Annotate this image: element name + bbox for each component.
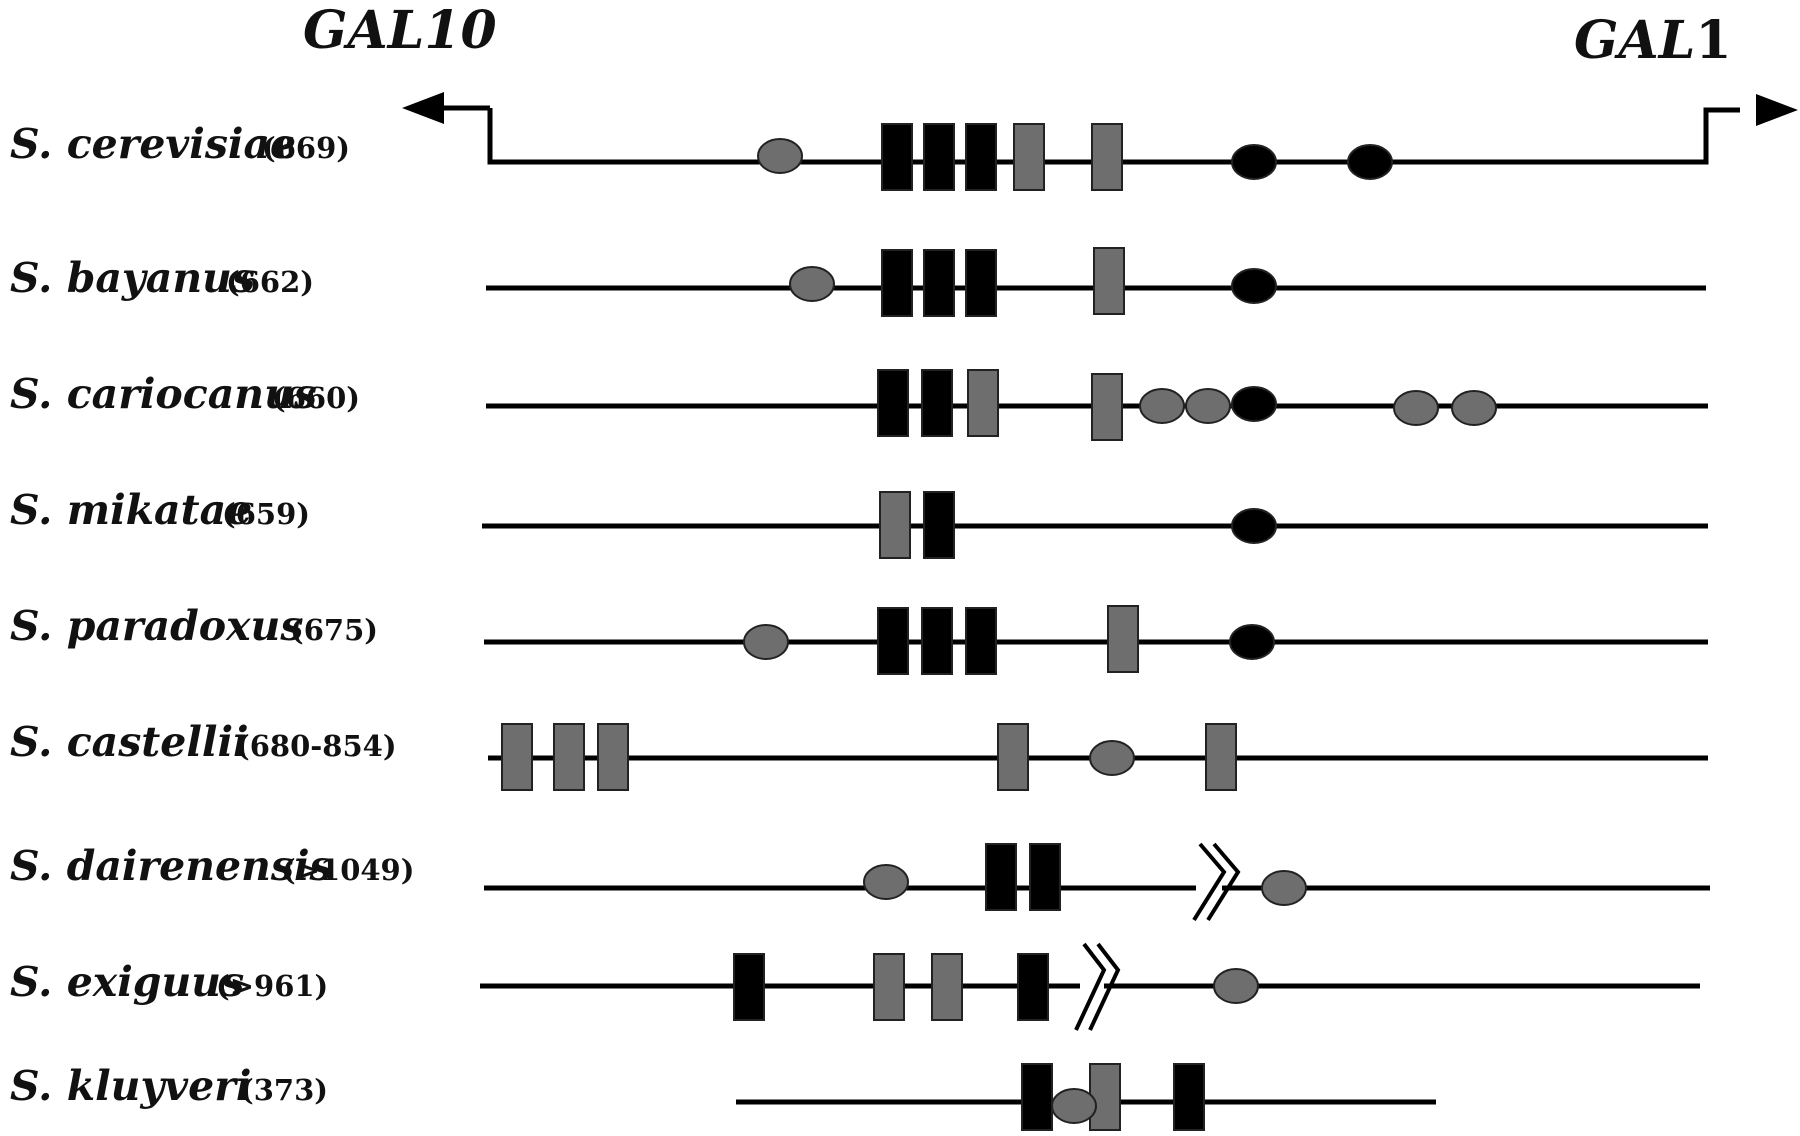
species-labels: S. cerevisiae (669) S. bayanus (662) S. … — [10, 120, 414, 1110]
promoter-line — [487, 107, 1740, 165]
gray-site — [1393, 390, 1439, 426]
black-box — [881, 123, 913, 191]
promoter-row-bayanus — [486, 247, 1706, 317]
black-box — [1017, 953, 1049, 1021]
gray-site — [1051, 1088, 1097, 1124]
gray-box — [1089, 1063, 1121, 1131]
species-count-paradoxus: (675) — [290, 613, 378, 647]
promoter-row-paradoxus — [484, 605, 1708, 675]
species-name-cariocanus: S. cariocanus — [10, 370, 317, 418]
sequence-break-mark — [1074, 942, 1107, 1031]
black-box — [1021, 1063, 1053, 1131]
gray-box — [597, 723, 629, 791]
species-count-kluyveri: (373) — [240, 1073, 328, 1107]
promoter-row-exiguus — [480, 942, 1700, 1031]
black-site — [1231, 268, 1277, 304]
black-box — [985, 843, 1017, 911]
gray-site — [1261, 870, 1307, 906]
black-box — [1173, 1063, 1205, 1131]
gray-box — [1205, 723, 1237, 791]
black-box — [921, 607, 953, 675]
black-box — [923, 491, 955, 559]
gray-box — [873, 953, 905, 1021]
sequence-break-mark — [1088, 942, 1121, 1031]
sequence-break-mark — [1206, 842, 1241, 922]
species-name-kluyveri: S. kluyveri — [10, 1062, 251, 1110]
black-site — [1231, 386, 1277, 422]
gray-box — [931, 953, 963, 1021]
species-name-cerevisiae: S. cerevisiae — [10, 120, 296, 168]
species-count-castellii: (680-854) — [236, 729, 397, 763]
gray-box — [1013, 123, 1045, 191]
gene-label-gal10: GAL10 — [303, 0, 497, 61]
black-box — [733, 953, 765, 1021]
gray-site — [1139, 388, 1185, 424]
gray-site — [757, 138, 803, 174]
promoter-row-kluyveri — [736, 1063, 1436, 1131]
black-box — [965, 249, 997, 317]
species-name-mikatae: S. mikatae — [10, 486, 252, 534]
black-box — [921, 369, 953, 437]
gene-label-gal1: GAL1 — [1574, 10, 1732, 71]
gray-site — [743, 624, 789, 660]
species-name-exiguus: S. exiguus — [10, 958, 244, 1006]
gray-box — [501, 723, 533, 791]
species-count-cerevisiae: (669) — [262, 131, 350, 165]
species-count-mikatae: (659) — [222, 497, 310, 531]
species-name-castellii: S. castellii — [10, 718, 249, 766]
black-box — [923, 123, 955, 191]
promoter-row-cariocanus — [486, 369, 1708, 441]
black-site — [1231, 508, 1277, 544]
species-count-bayanus: (662) — [226, 265, 314, 299]
black-site — [1231, 144, 1277, 180]
gray-site — [1451, 390, 1497, 426]
gray-site — [1089, 740, 1135, 776]
gray-box — [1093, 247, 1125, 315]
black-site — [1229, 624, 1275, 660]
black-box — [881, 249, 913, 317]
species-name-bayanus: S. bayanus — [10, 254, 255, 302]
species-count-exiguus: (>961) — [216, 969, 328, 1003]
promoter-row-mikatae — [482, 491, 1708, 559]
sequence-break-mark — [1192, 842, 1227, 922]
species-name-paradoxus: S. paradoxus — [10, 602, 303, 650]
black-box — [965, 607, 997, 675]
species-count-dairenensis: (>1049) — [282, 853, 414, 887]
species-name-dairenensis: S. dairenensis — [10, 842, 333, 890]
black-site — [1347, 144, 1393, 180]
gal1-arrow-head — [1756, 94, 1798, 126]
promoter-row-dairenensis — [484, 842, 1710, 922]
gal10-arrow-head — [402, 92, 444, 124]
gray-box — [1107, 605, 1139, 673]
promoter-row-cerevisiae — [402, 92, 1798, 191]
gray-box — [1091, 123, 1123, 191]
gray-site — [1213, 968, 1259, 1004]
gray-site — [1185, 388, 1231, 424]
gray-box — [553, 723, 585, 791]
black-box — [923, 249, 955, 317]
gray-box — [967, 369, 999, 437]
black-box — [1029, 843, 1061, 911]
gray-site — [863, 864, 909, 900]
black-box — [877, 607, 909, 675]
gray-site — [789, 266, 835, 302]
gray-box — [879, 491, 911, 559]
black-box — [877, 369, 909, 437]
black-box — [965, 123, 997, 191]
gray-box — [997, 723, 1029, 791]
species-count-cariocanus: (660) — [272, 381, 360, 415]
gray-box — [1091, 373, 1123, 441]
promoter-row-castellii — [488, 723, 1708, 791]
